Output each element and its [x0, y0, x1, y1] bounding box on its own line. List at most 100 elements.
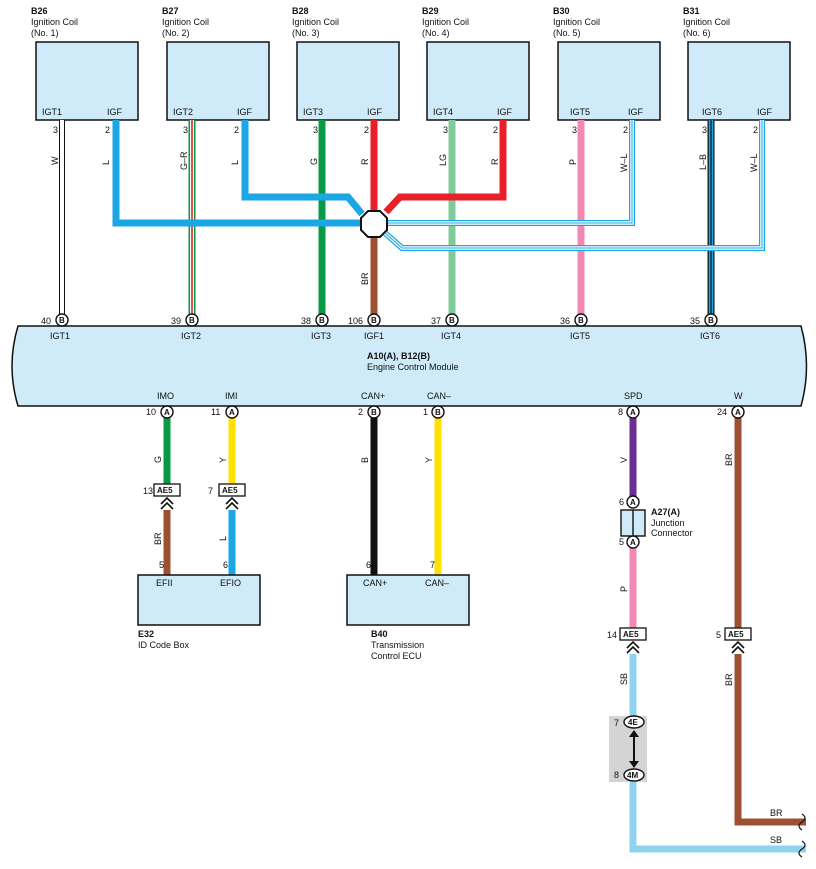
arrow-down-icon	[629, 761, 639, 768]
ae5-connector: 5 AE5	[716, 627, 752, 654]
coil-box	[35, 41, 139, 121]
pin-number: 2	[623, 125, 628, 135]
pin-number: 3	[313, 125, 318, 135]
coil-box	[166, 41, 270, 121]
connector-letter: A	[735, 408, 741, 417]
ecm-pin-label: IMI	[225, 391, 238, 401]
wire-label: P	[619, 586, 629, 592]
wire-label: LG	[438, 154, 448, 166]
pin-number: 3	[183, 125, 188, 135]
coil-name: Ignition Coil	[422, 17, 469, 27]
ecm-pin-label: W	[734, 391, 743, 401]
tcu-pin-label: CAN–	[425, 578, 449, 588]
junction-connector: 6 A 5 A A27(A) Junction Connector	[619, 495, 693, 549]
ecm-pin-label: IMO	[157, 391, 174, 401]
ecm-bottom-pins: 10 A 11 A 2 B 1 B 8 A 24 A	[146, 405, 745, 419]
connector-letter: B	[59, 316, 65, 325]
ae5-connectors: 13 AE5 7 AE5 14 AE5 5 AE5	[143, 483, 752, 654]
arrow-up-icon	[629, 730, 639, 737]
connector-circle	[55, 313, 69, 327]
coil-b29: B29 Ignition Coil (No. 4) IGT4 IGF	[422, 6, 530, 121]
connector-label: AE5	[728, 630, 744, 639]
coil-code: B26	[31, 6, 48, 16]
connector-letter: B	[449, 316, 455, 325]
pin-number: 3	[443, 125, 448, 135]
wire-label: R	[360, 158, 370, 165]
pin-number: 2	[364, 125, 369, 135]
wire-label: B	[360, 457, 370, 463]
coil-b30: B30 Ignition Coil (No. 5) IGT5 IGF	[553, 6, 661, 121]
ecm-code: A10(A), B12(B)	[367, 351, 430, 361]
wire-label: BR	[153, 532, 163, 545]
tcu-name: Transmission	[371, 640, 424, 650]
pin-number: 2	[493, 125, 498, 135]
wire-label: L	[218, 536, 228, 541]
junction-code: A27(A)	[651, 507, 680, 517]
wire-l-igf2	[241, 120, 365, 217]
splice-point	[360, 210, 388, 238]
pin-number: 10	[146, 407, 156, 417]
connector-circle	[731, 405, 745, 419]
ecm-bottom-pin-labels: IMO IMI CAN+ CAN– SPD W	[157, 391, 743, 401]
coil-code: B30	[553, 6, 570, 16]
ecm-pin-label: IGT1	[50, 331, 70, 341]
connector-circle	[431, 405, 445, 419]
connector-circle	[626, 495, 640, 509]
pin-number: 5	[619, 537, 624, 547]
pin-number: 7	[208, 486, 213, 496]
pin-number: 37	[431, 316, 441, 326]
coil-name: Ignition Coil	[31, 17, 78, 27]
pin-number: 1	[423, 407, 428, 417]
wire-wl-igf5	[388, 120, 635, 226]
wire-label: V	[619, 457, 629, 463]
top-wire-labels: W L G–R L G R LG R P W–L L–B W–L BR	[50, 151, 759, 285]
connector-circle	[185, 313, 199, 327]
pin-number: 13	[143, 486, 153, 496]
coil-name: Ignition Coil	[683, 17, 730, 27]
pin-number: 7	[614, 718, 619, 728]
pin-number: 6	[619, 497, 624, 507]
connector-letter: B	[708, 316, 714, 325]
coil-b27: B27 Ignition Coil (No. 2) IGT2 IGF	[162, 6, 270, 121]
pin-number: 6	[223, 560, 228, 570]
chevron-up-icon	[731, 640, 745, 654]
coil-pin-b: IGF	[628, 107, 644, 117]
coil-pin-b: IGF	[367, 107, 383, 117]
coil-code: B31	[683, 6, 700, 16]
connector-letter: A	[630, 408, 636, 417]
ecm-pin-label: IGT2	[181, 331, 201, 341]
wire-label: P	[568, 159, 578, 165]
wire-label: W–L	[749, 153, 759, 172]
pin-number: 2	[358, 407, 363, 417]
coil-pin-a: IGT5	[570, 107, 590, 117]
transmission-control-ecu: 6 7 CAN+ CAN– B40 Transmission Control E…	[346, 560, 470, 661]
ae5-connector: 14 AE5	[607, 627, 647, 654]
pin-number: 3	[53, 125, 58, 135]
pin-number: 106	[348, 316, 363, 326]
connector-letter: B	[435, 408, 441, 417]
coil-number: (No. 5)	[553, 28, 581, 38]
coil-code: B28	[292, 6, 309, 16]
ecm-pin-label: IGT6	[700, 331, 720, 341]
wire-label: BR	[770, 808, 783, 818]
connector-label: AE5	[222, 486, 238, 495]
wire-l-igf1	[112, 120, 360, 227]
ecm-pin-label: IGT4	[441, 331, 461, 341]
connector-circle	[160, 405, 174, 419]
pin-number: 8	[614, 770, 619, 780]
coil-pin-b: IGF	[497, 107, 513, 117]
pin-number: 38	[301, 316, 311, 326]
wire-label: G	[309, 158, 319, 165]
tcu-code: B40	[371, 629, 388, 639]
pin-number: 2	[234, 125, 239, 135]
wire-label: L	[230, 160, 240, 165]
coil-box	[296, 41, 400, 121]
wire-label: SB	[619, 673, 629, 685]
wire-label: SB	[770, 835, 782, 845]
wire-label: L	[101, 160, 111, 165]
connector-letter: B	[189, 316, 195, 325]
connector-circle	[626, 535, 640, 549]
tcu-box	[346, 574, 470, 626]
connector-letter: 4M	[627, 771, 638, 780]
wire-label: BR	[360, 272, 370, 285]
